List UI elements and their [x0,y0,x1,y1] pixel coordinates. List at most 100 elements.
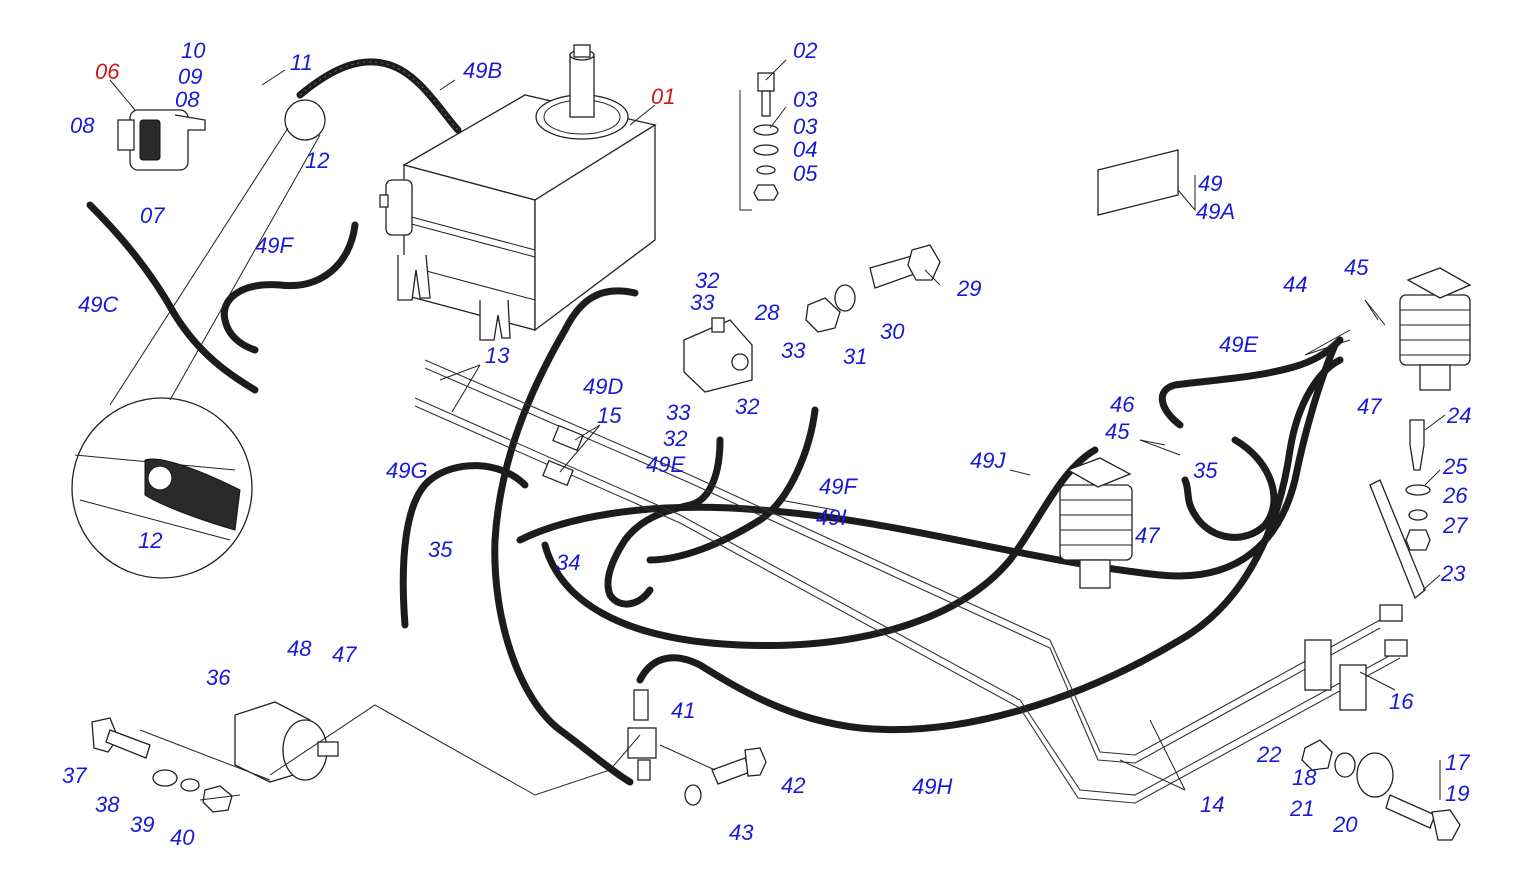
hose-49f-lower [646,406,819,564]
label-03a: 03 [793,87,818,112]
label-47b: 47 [1135,523,1160,548]
label-32c: 32 [663,426,687,451]
hose-49e-valve [604,436,724,608]
label-41: 41 [671,698,695,723]
hose-49d [491,287,639,786]
label-32a: 32 [695,268,719,293]
hose-49f-upper [220,221,359,354]
label-34: 34 [556,550,580,575]
label-32b: 32 [735,394,759,419]
label-27: 27 [1442,513,1468,538]
bolt-42 [684,747,767,806]
label-49f-lower: 49F [819,474,858,499]
label-47a: 47 [1357,394,1382,419]
label-26: 26 [1442,483,1468,508]
bolt-37-assembly [91,717,233,813]
label-33a: 33 [690,290,715,315]
label-05: 05 [793,161,818,186]
part-labels: 01 02 03 03 04 05 06 07 08 08 09 10 11 1… [62,38,1471,850]
cylinder-middle [1059,457,1133,589]
label-08b: 08 [175,87,200,112]
distributor-41 [627,689,657,781]
label-46: 46 [1110,392,1135,417]
label-44: 44 [1283,272,1307,297]
hydraulic-tank [379,44,657,341]
label-49j: 49J [970,448,1006,473]
label-49h: 49H [912,774,952,799]
label-25: 25 [1442,454,1468,479]
label-49d: 49D [583,374,623,399]
label-49f-upper: 49F [255,233,294,258]
label-21: 21 [1289,796,1314,821]
hose-49e-loop [1181,436,1278,541]
bolt-29-assembly [805,244,941,333]
label-42: 42 [781,773,805,798]
label-24: 24 [1446,403,1471,428]
label-29: 29 [956,276,981,301]
label-45a: 45 [1344,255,1369,280]
label-35a: 35 [428,537,453,562]
label-38: 38 [95,792,120,817]
hose-49c [86,201,259,394]
label-35b: 35 [1193,458,1218,483]
label-22: 22 [1256,742,1281,767]
label-49e-right: 49E [1219,332,1258,357]
label-49b: 49B [463,58,502,83]
label-06: 06 [95,59,120,84]
label-16: 16 [1389,689,1414,714]
label-48: 48 [287,636,312,661]
bolt-17 [1301,739,1461,841]
label-03b: 03 [793,114,818,139]
label-49a: 49A [1196,199,1235,224]
label-49c: 49C [78,292,118,317]
label-47c: 47 [332,642,357,667]
cylinder-right [1399,267,1472,391]
label-13: 13 [485,343,510,368]
label-12b: 12 [138,528,162,553]
bracket-23 [1369,419,1431,600]
label-02: 02 [793,38,817,63]
label-10: 10 [181,38,206,63]
label-49e-valve: 49E [646,452,685,477]
hose-49j [541,446,1099,650]
label-plate [1097,149,1179,216]
hose-49g [399,462,529,629]
label-01: 01 [651,84,675,109]
label-19: 19 [1445,781,1469,806]
label-31: 31 [843,344,867,369]
label-49g: 49G [386,458,428,483]
label-36: 36 [206,665,231,690]
label-33c: 33 [666,400,691,425]
hose-49e-right [1158,336,1344,429]
label-12a: 12 [305,148,329,173]
label-33b: 33 [781,338,806,363]
label-17: 17 [1445,750,1470,775]
hose-49h [636,356,1344,734]
label-49i: 49I [816,505,847,530]
pump-06 [117,109,206,171]
label-08a: 08 [70,113,95,138]
label-23: 23 [1440,561,1466,586]
label-09: 09 [178,64,202,89]
valve-28 [683,317,753,393]
detail-callout-12 [71,99,326,579]
label-45b: 45 [1105,419,1130,444]
label-14: 14 [1200,792,1224,817]
label-20: 20 [1332,812,1358,837]
label-07: 07 [140,203,165,228]
label-30: 30 [880,319,905,344]
label-37: 37 [62,763,87,788]
label-28: 28 [754,300,780,325]
label-11: 11 [290,50,313,75]
label-40: 40 [170,825,195,850]
label-39: 39 [130,812,154,837]
label-15: 15 [597,403,622,428]
label-49: 49 [1198,171,1222,196]
label-43: 43 [729,820,754,845]
bolt-02-stack [739,72,779,211]
leader-lines [109,59,1446,801]
motor-36 [234,701,339,783]
label-04: 04 [793,137,817,162]
